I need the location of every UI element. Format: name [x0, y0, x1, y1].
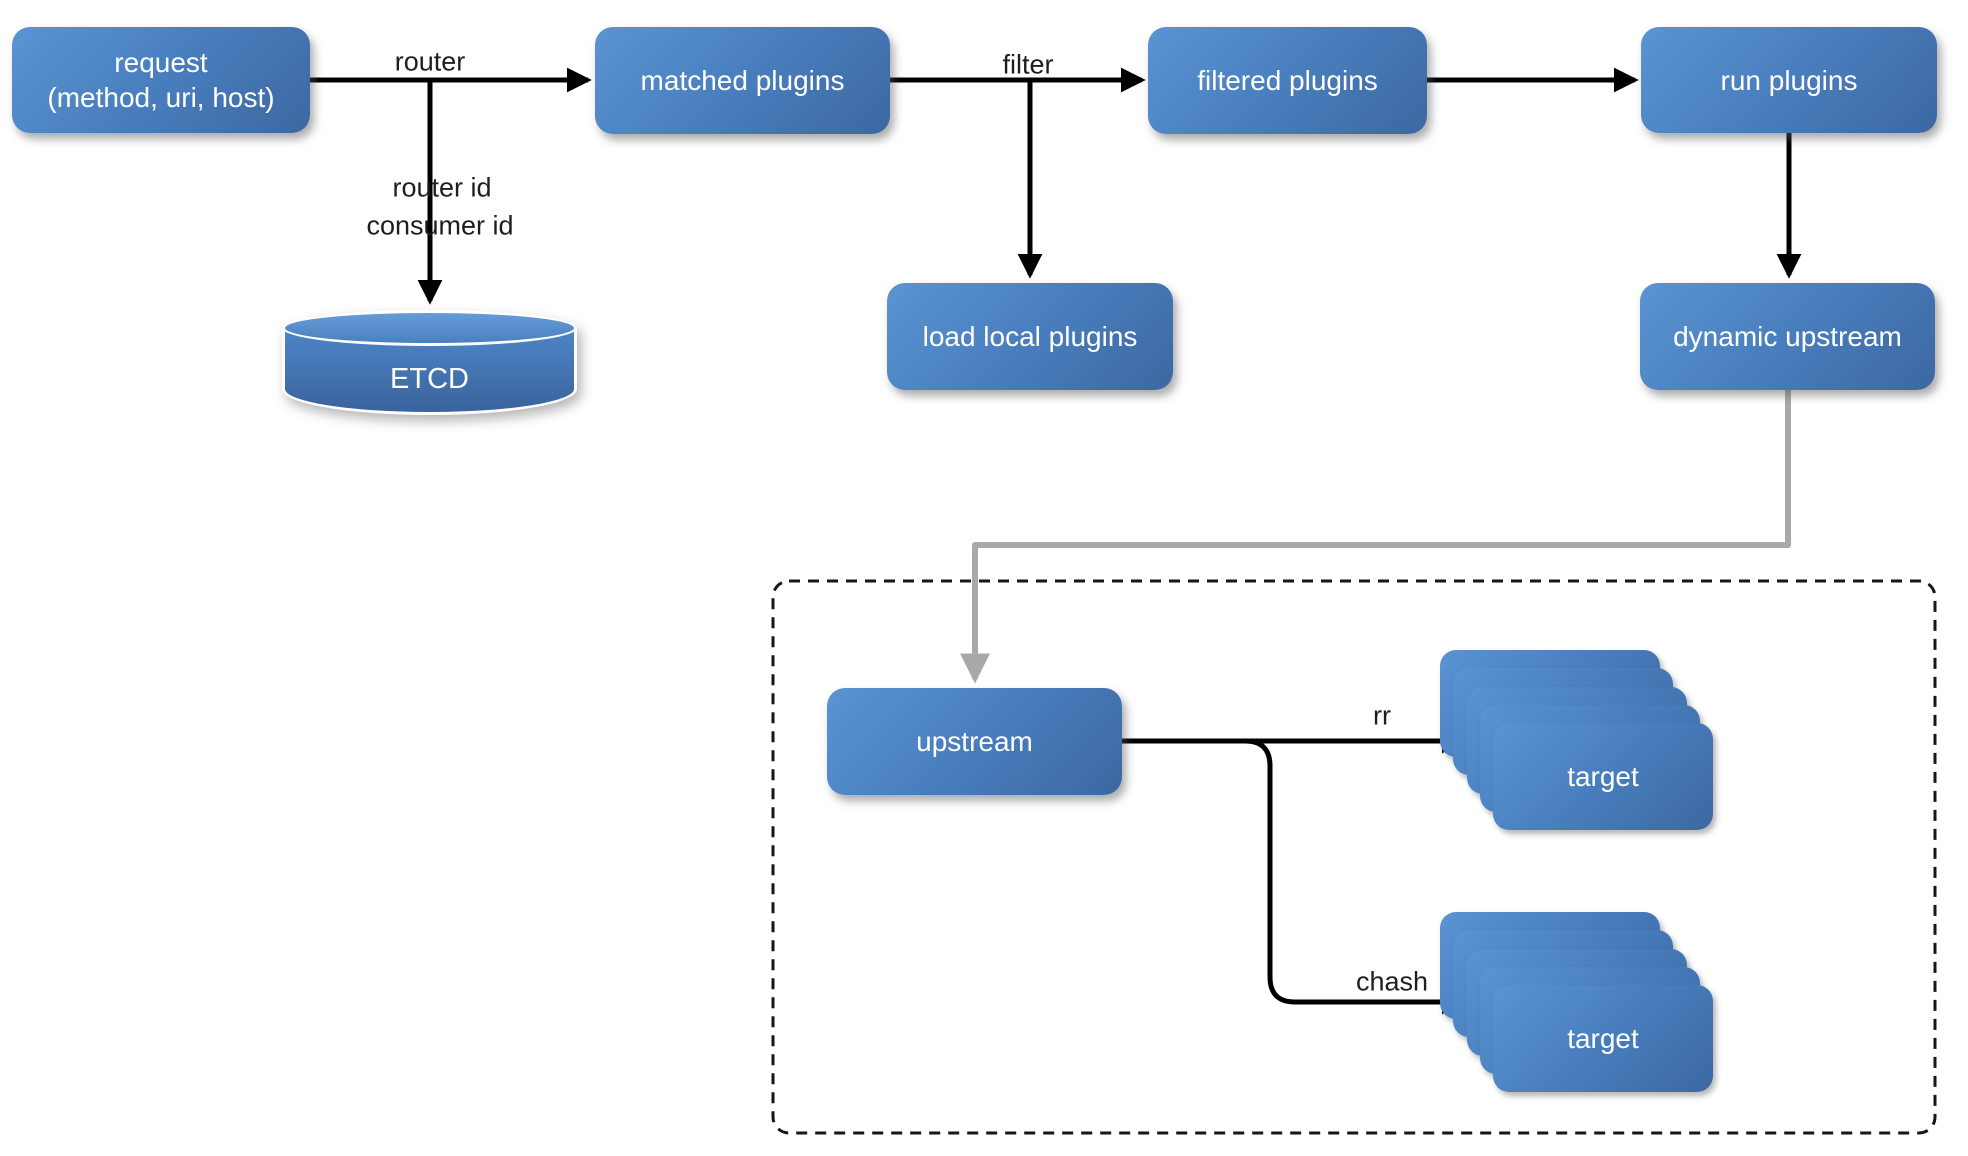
node-upstream: upstream: [827, 688, 1122, 795]
edge-label-consumer-id: consumer id: [366, 210, 514, 241]
arrow-upstream-chash-to-target: [1244, 738, 1467, 1015]
target-card-front: target: [1493, 985, 1713, 1092]
target-chash-label: target: [1567, 1022, 1639, 1054]
dynamic-upstream-label: dynamic upstream: [1673, 321, 1902, 352]
filtered-plugins-label: filtered plugins: [1197, 65, 1378, 96]
etcd-database-cylinder: ETCD: [282, 310, 577, 415]
node-run-plugins: run plugins: [1641, 27, 1937, 133]
run-plugins-label: run plugins: [1720, 64, 1858, 96]
etcd-label: ETCD: [390, 363, 469, 395]
edge-label-chash: chash: [1355, 966, 1429, 997]
edge-label-rr: rr: [1373, 700, 1391, 731]
matched-plugins-label: matched plugins: [640, 65, 845, 96]
upstream-label: upstream: [916, 726, 1033, 757]
node-dynamic-upstream: dynamic upstream: [1640, 283, 1935, 390]
node-matched-plugins: matched plugins: [595, 27, 890, 134]
upstream-group-dashed-border: [771, 579, 1937, 1135]
node-load-local-plugins: load local plugins: [887, 283, 1173, 390]
node-request: request (method, uri, host): [12, 27, 310, 133]
edge-label-router: router: [394, 46, 466, 77]
target-stack-chash: target: [1440, 912, 1720, 1097]
target-stack-rr: target: [1440, 650, 1720, 835]
load-local-plugins-label: load local plugins: [922, 321, 1138, 352]
edge-label-filter: filter: [1002, 49, 1054, 80]
node-filtered-plugins: filtered plugins: [1148, 27, 1427, 134]
edge-label-router-id: router id: [392, 172, 492, 203]
target-rr-label: target: [1567, 760, 1639, 792]
target-card-front: target: [1493, 723, 1713, 830]
gray-connector-dynamic-upstream-to-upstream: [960, 390, 1791, 684]
etcd-cylinder-top-ellipse: [282, 310, 577, 346]
request-label-line2: (method, uri, host): [47, 82, 275, 113]
request-label-line1: request: [114, 47, 208, 78]
